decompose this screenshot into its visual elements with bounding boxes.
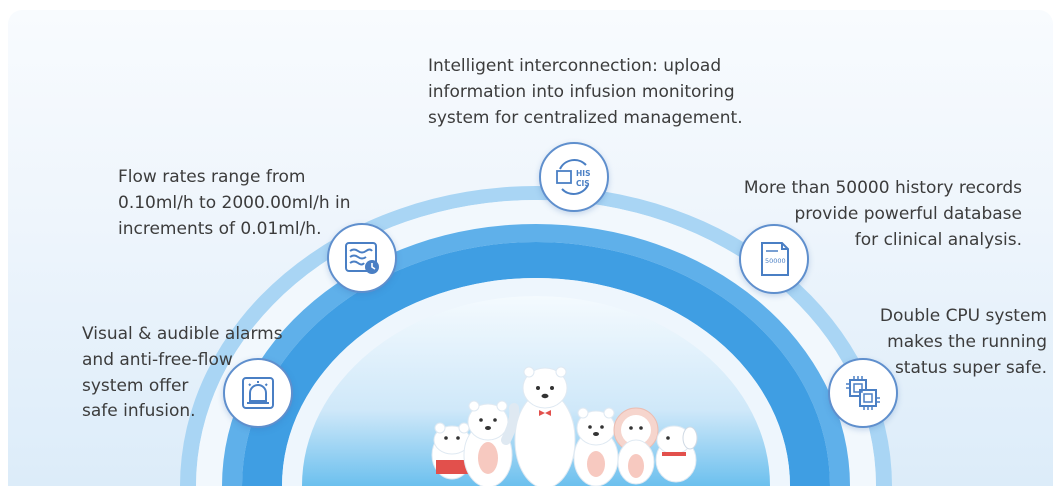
small-bear-figure [463,400,520,486]
lion-figure [613,407,659,485]
double-cpu-chip-icon [846,376,880,410]
history-badge: 50000 [739,224,809,294]
history-records-document-icon: 50000 [761,242,789,276]
alarms-text: Visual & audible alarms and anti-free-fl… [82,324,283,422]
history-text: More than 50000 history records provide … [743,178,1022,250]
interconnection-text: Intelligent interconnection: upload info… [428,56,743,128]
flow-rate-clock-icon [345,242,379,274]
flow-rates-badge [327,223,397,293]
tall-bear-figure [514,366,576,486]
cpu-badge [828,358,898,428]
hippo-figure [431,422,473,480]
his-cis-sync-icon: HIS CIS [556,159,590,195]
history-count-label: 50000 [765,257,786,265]
his-label: HIS [576,169,590,178]
dog-figure [655,425,698,483]
interconnection-badge: HIS CIS [539,142,609,212]
middle-arc-2 [242,242,830,486]
bear-figure [573,407,619,486]
alarms-badge [223,358,293,428]
alarm-light-icon [242,377,274,409]
cis-label: CIS [576,179,590,188]
cpu-text: Double CPU system makes the running stat… [879,306,1047,378]
flow-rates-text: Flow rates range from 0.10ml/h to 2000.0… [118,167,351,239]
